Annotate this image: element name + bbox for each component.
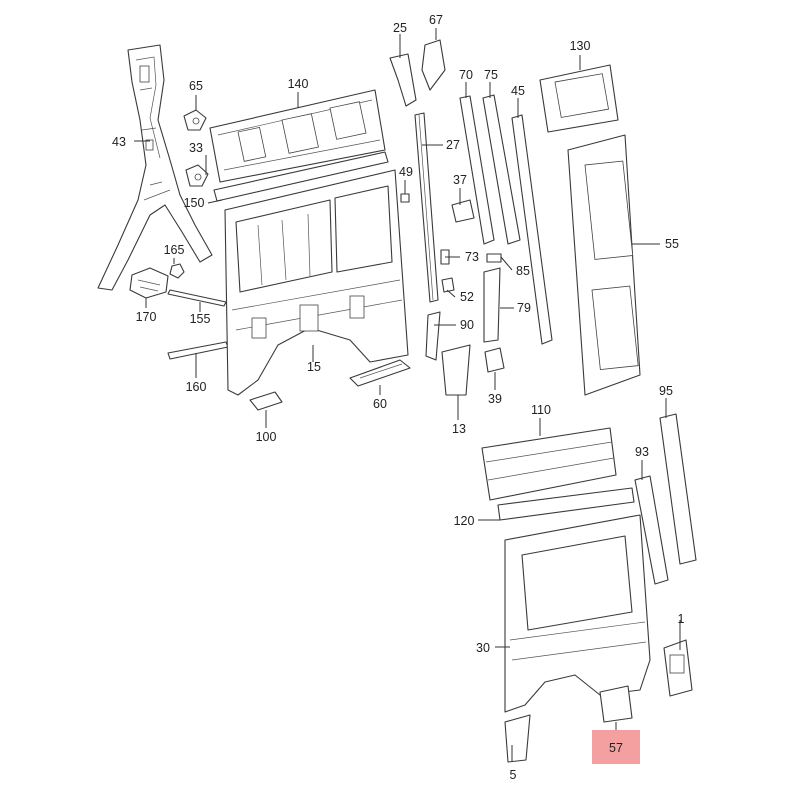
callout-85: 85 bbox=[516, 264, 530, 278]
callout-140: 140 bbox=[288, 77, 309, 91]
part-160-strip bbox=[167, 341, 229, 360]
part-100-bracket bbox=[249, 391, 283, 411]
callout-13: 13 bbox=[452, 422, 466, 436]
part-70-pillar bbox=[459, 95, 495, 245]
part-27-rail bbox=[414, 112, 439, 303]
callout-65: 65 bbox=[189, 79, 203, 93]
part-49-clip bbox=[400, 193, 410, 203]
callout-52: 52 bbox=[460, 290, 474, 304]
callout-labels: 1 5 13 15 25 27 30 33 37 39 43 45 49 52 … bbox=[112, 13, 684, 782]
part-93-pillar bbox=[634, 475, 669, 585]
callout-93: 93 bbox=[635, 445, 649, 459]
callout-33: 33 bbox=[189, 141, 203, 155]
part-57-bracket bbox=[599, 685, 633, 723]
part-15-side-panel bbox=[224, 169, 409, 396]
part-60-bracket bbox=[349, 359, 411, 387]
callout-170: 170 bbox=[136, 310, 157, 324]
callout-120: 120 bbox=[454, 514, 475, 528]
callout-25: 25 bbox=[393, 21, 407, 35]
callout-55: 55 bbox=[665, 237, 679, 251]
part-150-strip bbox=[213, 151, 389, 202]
callout-75: 75 bbox=[484, 68, 498, 82]
part-45-pillar bbox=[511, 114, 553, 345]
part-155-strip bbox=[167, 289, 227, 307]
highlight-box-57 bbox=[592, 730, 640, 764]
part-65-clip bbox=[183, 109, 207, 131]
callout-15: 15 bbox=[307, 360, 321, 374]
callout-27: 27 bbox=[446, 138, 460, 152]
part-79-bracket bbox=[483, 267, 501, 343]
callout-155: 155 bbox=[190, 312, 211, 326]
part-43-pillar-frame bbox=[97, 44, 213, 291]
callout-70: 70 bbox=[459, 68, 473, 82]
callout-160: 160 bbox=[186, 380, 207, 394]
callout-45: 45 bbox=[511, 84, 525, 98]
callout-90: 90 bbox=[460, 318, 474, 332]
callout-79: 79 bbox=[517, 301, 531, 315]
part-90-bracket bbox=[425, 311, 441, 361]
part-13-bracket bbox=[441, 344, 471, 396]
callout-43: 43 bbox=[112, 135, 126, 149]
callout-110: 110 bbox=[531, 403, 551, 417]
part-120-strip bbox=[497, 487, 635, 521]
part-67-bracket bbox=[421, 39, 446, 91]
part-130-upper-panel bbox=[539, 64, 619, 133]
part-95-pillar bbox=[659, 413, 697, 565]
callout-67: 67 bbox=[429, 13, 443, 27]
part-39-bracket bbox=[484, 347, 505, 373]
callout-37: 37 bbox=[453, 173, 467, 187]
part-140-upper-panel bbox=[209, 89, 386, 183]
part-85-clip bbox=[486, 253, 502, 263]
part-170-bracket bbox=[129, 267, 169, 299]
callout-39: 39 bbox=[488, 392, 502, 406]
callout-49: 49 bbox=[399, 165, 413, 179]
callout-60: 60 bbox=[373, 397, 387, 411]
callout-30: 30 bbox=[476, 641, 490, 655]
part-25-channel bbox=[389, 53, 417, 107]
callout-100: 100 bbox=[256, 430, 277, 444]
callout-130: 130 bbox=[570, 39, 591, 53]
part-52-clip bbox=[441, 277, 455, 293]
callout-57: 57 bbox=[609, 741, 623, 755]
part-30-outer-panel bbox=[504, 514, 651, 713]
callout-5: 5 bbox=[510, 768, 517, 782]
callout-73: 73 bbox=[465, 250, 479, 264]
part-55-rear-panel bbox=[567, 134, 641, 396]
part-5-bracket bbox=[504, 714, 531, 763]
callout-150: 150 bbox=[184, 196, 205, 210]
callout-1: 1 bbox=[678, 612, 685, 626]
part-33-clip bbox=[185, 164, 209, 187]
callout-95: 95 bbox=[659, 384, 673, 398]
part-165-clip bbox=[169, 263, 185, 279]
part-1-bracket bbox=[663, 639, 693, 697]
part-37-bracket bbox=[451, 199, 475, 223]
callout-165: 165 bbox=[164, 243, 185, 257]
part-110-outer-rail bbox=[481, 427, 617, 501]
